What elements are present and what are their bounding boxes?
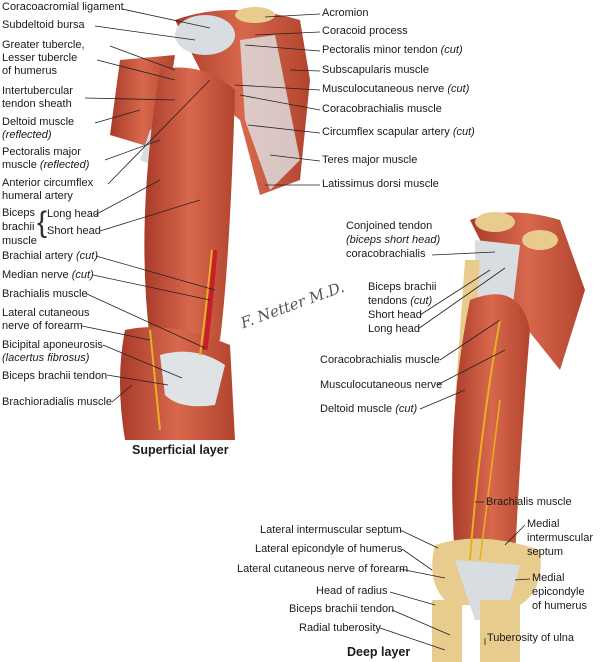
label-pectoralis-major: Pectoralis major (2, 146, 81, 158)
label-muscle: muscle (2, 235, 37, 247)
biceps-muscle (144, 67, 235, 350)
label-epicondyle: epicondyle (532, 586, 585, 598)
label-medial: Medial (527, 518, 560, 530)
label-intertubercular: Intertubercular (2, 85, 73, 97)
label-median-nerve: Median nerve (cut) (2, 269, 94, 281)
label-radial-tuberosity: Radial tuberosity (299, 622, 381, 634)
ulna-bone (480, 600, 520, 662)
label-anterior-circumflex: Anterior circumflex (2, 177, 94, 189)
radius-bone (432, 600, 462, 662)
label-greater-tubercle: Greater tubercle, (2, 39, 85, 51)
label-deep-long-head: Long head (368, 323, 420, 335)
label-deltoid-muscle-cut: Deltoid muscle (cut) (320, 403, 418, 415)
label-acromion: Acromion (322, 7, 369, 19)
caption-superficial-layer: Superficial layer (132, 443, 229, 457)
label-biceps-brachii: Biceps brachii (368, 281, 437, 293)
brace: { (37, 206, 48, 239)
label-brachial-artery: Brachial artery (cut) (2, 250, 98, 262)
label-brachialis-muscle: Brachialis muscle (2, 288, 88, 300)
brachial-artery (202, 249, 218, 351)
label-coracoacromial-ligament: Coracoacromial ligament (2, 1, 124, 13)
lateral-cutaneous-nerve (149, 329, 161, 431)
label-bicipital-aponeurosis: Bicipital aponeurosis (2, 339, 103, 351)
label-medial-2: Medial (532, 572, 565, 584)
label-lateral-epicondyle: Lateral epicondyle of humerus (255, 543, 403, 555)
superficial-arm-drawing (110, 7, 310, 440)
label-tendon-sheath: tendon sheath (2, 98, 72, 110)
label-muscle-reflected: muscle (reflected) (2, 159, 90, 171)
label-biceps-short-head: (biceps short head) (346, 234, 441, 246)
label-humeral-artery: humeral artery (2, 190, 73, 202)
caption-deep-layer: Deep layer (347, 645, 411, 659)
label-lesser-tubercle: Lesser tubercle (2, 52, 78, 64)
label-lateral-cutaneous: Lateral cutaneous (2, 307, 90, 319)
label-subdeltoid-bursa: Subdeltoid bursa (2, 19, 85, 31)
label-brachialis-muscle-deep: Brachialis muscle (486, 496, 572, 508)
label-musculocutaneous-nerve-cut: Musculocutaneous nerve (cut) (322, 83, 470, 95)
label-tendons-cut: tendons (cut) (368, 295, 433, 307)
humeral-head-capsule (175, 15, 235, 55)
label-latissimus-dorsi: Latissimus dorsi muscle (322, 178, 439, 190)
label-lateral-cutaneous-nerve-forearm: Lateral cutaneous nerve of forearm (237, 563, 409, 575)
label-coracoid-process: Coracoid process (322, 25, 408, 37)
label-intermuscular: intermuscular (527, 532, 594, 544)
label-nerve-of-forearm: nerve of forearm (2, 320, 83, 332)
label-subscapularis-muscle: Subscapularis muscle (322, 64, 429, 76)
label-septum: septum (527, 546, 564, 558)
label-biceps: Biceps (2, 207, 36, 219)
label-pectoralis-minor-tendon: Pectoralis minor tendon (cut) (322, 44, 463, 56)
label-lacertus-fibrosus: (lacertus fibrosus) (2, 352, 90, 364)
label-musculocutaneous-nerve: Musculocutaneous nerve (320, 379, 443, 391)
label-short-head: Short head (47, 225, 101, 237)
label-coracobrachialis: coracobrachialis (346, 248, 426, 260)
musculocutaneous-nerve (469, 319, 501, 561)
label-biceps-brachii-tendon: Biceps brachii tendon (2, 370, 108, 382)
bicipital-aponeurosis (160, 351, 225, 407)
label-teres-major: Teres major muscle (322, 154, 418, 166)
label-deep-coracobrachialis-muscle: Coracobrachialis muscle (320, 354, 440, 366)
label-lateral-intermuscular-septum: Lateral intermuscular septum (260, 524, 402, 536)
leader-lines (81, 8, 531, 651)
label-brachii: brachii (2, 221, 35, 233)
brachialis-deep (452, 294, 530, 570)
label-brachioradialis-muscle: Brachioradialis muscle (2, 396, 113, 408)
label-coracobrachialis-muscle: Coracobrachialis muscle (322, 103, 442, 115)
median-nerve (199, 249, 213, 356)
acromion-bone (235, 7, 275, 23)
latissimus-tendon (240, 35, 300, 190)
label-of-humerus-2: of humerus (532, 600, 588, 612)
label-long-head: Long head (47, 208, 99, 220)
label-circumflex-scapular-artery: Circumflex scapular artery (cut) (322, 126, 475, 138)
label-deep-short-head: Short head (368, 309, 422, 321)
label-of-humerus: of humerus (2, 65, 58, 77)
label-deltoid-muscle: Deltoid muscle (2, 116, 75, 128)
label-tuberosity-of-ulna: Tuberosity of ulna (487, 632, 575, 644)
label-conjoined-tendon: Conjoined tendon (346, 220, 433, 232)
label-deep-biceps-brachii-tendon: Biceps brachii tendon (289, 603, 395, 615)
label-reflected: (reflected) (2, 129, 52, 141)
deep-arm-drawing (432, 212, 585, 662)
label-head-of-radius: Head of radius (316, 585, 388, 597)
